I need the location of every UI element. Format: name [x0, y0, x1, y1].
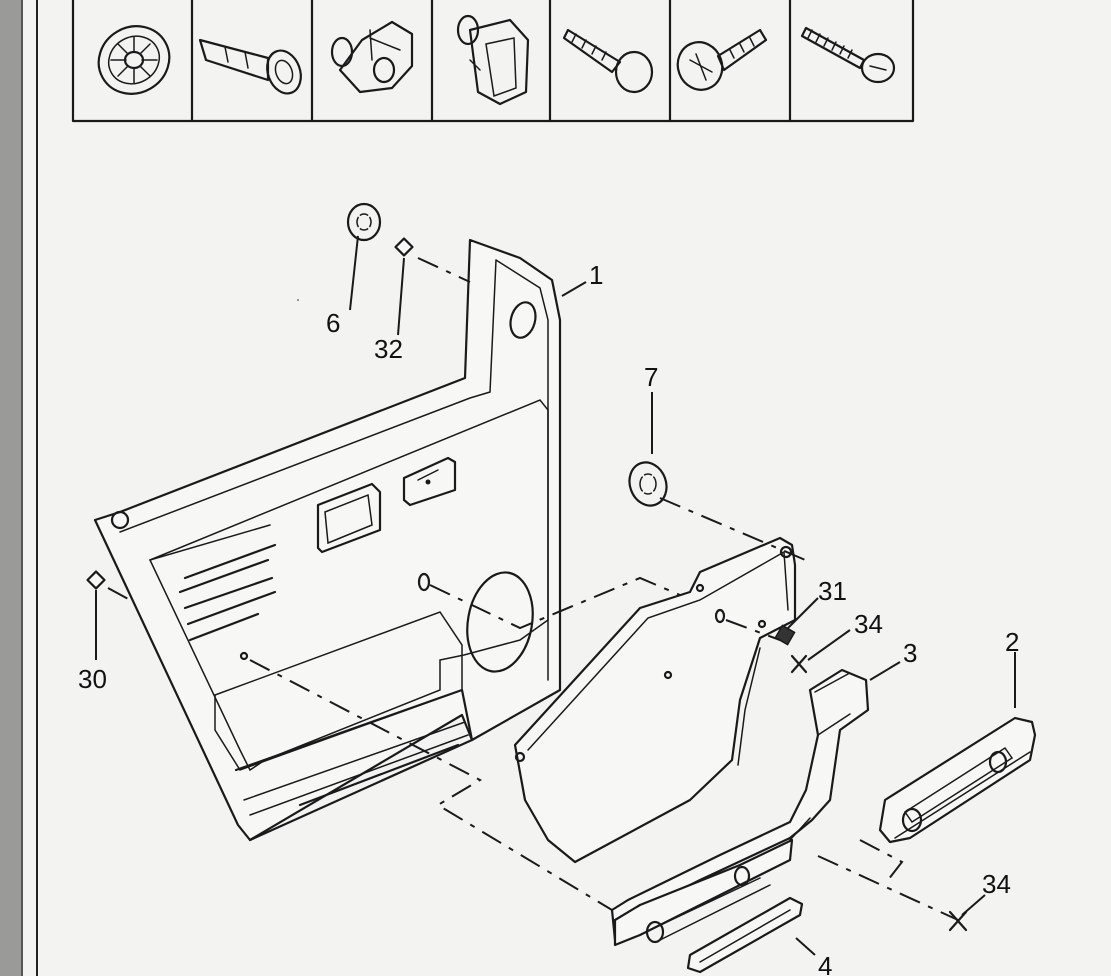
callout-32: 32 — [374, 334, 403, 364]
callout-30: 30 — [78, 664, 107, 694]
callout-1: 1 — [589, 260, 603, 290]
callout-2: 2 — [1005, 627, 1019, 657]
push-pin-rosette-icon — [97, 25, 171, 95]
rosette-clip-6-icon — [346, 202, 382, 242]
fastener-table — [71, 0, 915, 123]
panel-clip-icon — [330, 20, 414, 94]
callout-34-lower: 34 — [982, 869, 1011, 899]
rosette-clip-7-icon — [628, 461, 668, 507]
clip-screw-icon — [676, 28, 768, 91]
nut-31-icon — [774, 624, 796, 646]
push-rivet-icon — [198, 38, 302, 95]
fastener-table-border — [71, 0, 915, 123]
callout-7: 7 — [644, 362, 658, 392]
callout-6: 6 — [326, 308, 340, 338]
armrest — [610, 668, 870, 947]
assembly-lines — [107, 257, 959, 921]
callout-31: 31 — [818, 576, 847, 606]
page-binding-edge — [0, 0, 22, 976]
square-nut-30-icon — [86, 570, 106, 590]
screw-34-upper-icon — [790, 654, 808, 674]
self-tapping-screw-icon — [800, 26, 896, 84]
callout-4: 4 — [818, 951, 832, 976]
callout-3: 3 — [903, 638, 917, 668]
callout-34-upper: 34 — [854, 609, 883, 639]
callout-labels: 1 2 3 4 6 7 30 31 32 34 34 — [78, 260, 1019, 976]
trim-backing-plate — [513, 536, 797, 864]
handle-bezel — [878, 716, 1037, 844]
door-trim-panel — [93, 238, 562, 842]
square-nut-32-icon — [394, 237, 414, 257]
pull-handle — [686, 896, 804, 974]
leader-lines — [95, 235, 1016, 956]
u-nut-clip-icon — [456, 14, 530, 106]
trim-screw-icon — [562, 28, 654, 94]
